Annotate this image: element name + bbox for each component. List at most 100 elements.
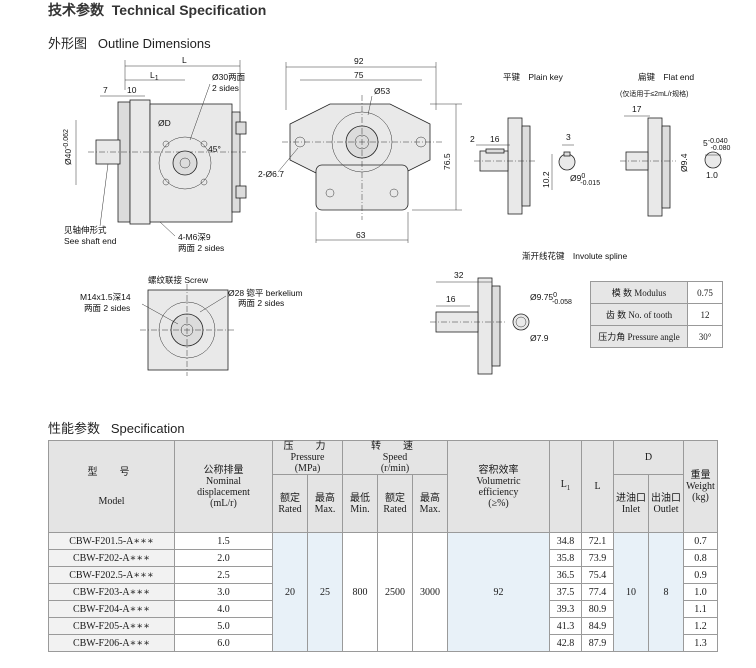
plain-key-drawing: 平键 Plain key 2 16 3 10.2 Ø90-0.015 — [470, 72, 600, 215]
displacement-cell: 3.0 — [174, 583, 273, 601]
l1-cell: 41.3 — [549, 617, 582, 635]
displacement-header: 公称排量 Nominal displacement (mL/r) — [174, 440, 273, 533]
dim-765: 76.5 — [442, 153, 452, 170]
displacement-header-en3: (mL/r) — [210, 497, 237, 509]
outlet-cell: 8 — [648, 532, 684, 652]
plain-key-d3: 3 — [566, 132, 571, 142]
l1-cell: 37.5 — [549, 583, 582, 601]
table-row: CBW-F205-A∗∗∗ 5.0 41.3 84.9 1.2 — [48, 617, 718, 635]
l1-cell: 39.3 — [549, 600, 582, 618]
speed-header-cn: 转 速 — [371, 441, 419, 452]
spline-d16: 16 — [446, 294, 456, 304]
pressure-header-cn: 压 力 — [283, 441, 332, 452]
dim-dD: ØD — [158, 118, 171, 128]
shaft-note-en: See shaft end — [64, 236, 117, 246]
table-row: 齿 数 No. of tooth 12 — [590, 303, 723, 326]
screw-d28: Ø28 锪平 berkelium — [228, 288, 303, 298]
outlet-cn: 出油口 — [651, 492, 681, 504]
screw-m14-sides: 两面 2 sides — [84, 303, 130, 313]
model-header-en: Model — [98, 495, 125, 507]
model-cell: CBW-F202.5-A∗∗∗ — [48, 566, 175, 584]
weight-cell: 1.2 — [683, 617, 718, 635]
dim-45: 45° — [208, 144, 221, 154]
max-speed-cell: 3000 — [412, 532, 448, 652]
tooth-count-label: 齿 数 No. of tooth — [590, 303, 688, 326]
dim-m6: 4-M6深9 — [178, 232, 211, 242]
weight-header-cn: 重量 — [690, 470, 711, 481]
weight-header: 重量 Weight (kg) — [683, 440, 718, 533]
tooth-count-value: 12 — [687, 303, 723, 326]
spline-d79: Ø7.9 — [530, 333, 549, 343]
spline-d975-main: Ø9.75 — [530, 292, 553, 302]
efficiency-cell: 92 — [447, 532, 550, 652]
pressure-header-unit: (MPa) — [294, 463, 321, 474]
inlet-cn: 进油口 — [616, 492, 646, 504]
l-cell: 75.4 — [581, 566, 614, 584]
weight-cell: 1.1 — [683, 600, 718, 618]
table-row: CBW-F202-A∗∗∗ 2.0 35.8 73.9 0.8 — [48, 549, 718, 567]
pressure-header-en: Pressure — [290, 452, 325, 463]
weight-header-en: Weight — [686, 481, 715, 492]
screw-m14: M14x1.5深14 — [80, 292, 131, 302]
displacement-header-en2: displacement — [197, 486, 250, 498]
rated-pressure-cell: 20 — [272, 532, 308, 652]
modulus-value: 0.75 — [687, 281, 723, 304]
dim-L: L — [182, 55, 187, 65]
inlet-cell: 10 — [613, 532, 649, 652]
max-pressure-cell: 25 — [307, 532, 343, 652]
efficiency-header-en2: efficiency — [478, 486, 519, 498]
weight-cell: 0.8 — [683, 549, 718, 567]
l-cell: 77.4 — [581, 583, 614, 601]
dim-75: 75 — [354, 70, 364, 80]
weight-header-unit: (kg) — [692, 492, 709, 503]
spec-heading-en: Specification — [110, 421, 185, 436]
model-header-cn: 型 号 — [87, 466, 136, 478]
plain-key-d9: Ø90-0.015 — [570, 173, 600, 187]
d-header: D — [613, 440, 684, 475]
page-title-en: Technical Specification — [111, 2, 267, 18]
spline-drawing: 渐开线花键 Involute spline 32 16 Ø9.750-0.058… — [430, 251, 628, 375]
speed-rated-cn: 额定 — [385, 492, 405, 504]
dim-92: 92 — [354, 56, 364, 66]
model-cell: CBW-F205-A∗∗∗ — [48, 617, 175, 635]
l-cell: 87.9 — [581, 634, 614, 652]
displacement-header-en1: Nominal — [206, 475, 241, 487]
dim-d53: Ø53 — [374, 86, 390, 96]
l1-cell: 34.8 — [549, 532, 582, 550]
efficiency-header-cn: 容积效率 — [478, 464, 519, 476]
model-cell: CBW-F204-A∗∗∗ — [48, 600, 175, 618]
table-row: CBW-F201.5-A∗∗∗ 1.5 20 25 800 2500 3000 … — [48, 532, 718, 652]
flat-end-d5-tol-b: -0.080 — [711, 145, 731, 152]
spline-title: 渐开线花键 Involute spline — [522, 251, 628, 261]
pressure-max-cn: 最高 — [315, 492, 335, 504]
l-header: L — [581, 440, 614, 533]
speed-header-unit: (r/min) — [380, 463, 410, 474]
dim-d40: Ø40-0.062 — [63, 129, 73, 165]
speed-header: 转 速 Speed (r/min) — [342, 440, 448, 475]
dim-7: 7 — [103, 85, 108, 95]
weight-cell: 0.7 — [683, 532, 718, 550]
dim-d67: 2-Ø6.7 — [258, 169, 284, 179]
model-cell: CBW-F202-A∗∗∗ — [48, 549, 175, 567]
l1-cell: 42.8 — [549, 634, 582, 652]
page-title: 技术参数 Technical Specification — [48, 0, 266, 20]
efficiency-header-en3: (≥%) — [488, 497, 509, 509]
spline-title-cn: 渐开线花键 — [522, 251, 565, 261]
pressure-angle-label: 压力角 Pressure angle — [590, 325, 688, 348]
modulus-label: 模 数 Modulus — [590, 281, 688, 304]
plain-key-d9-tol-b: -0.015 — [580, 180, 600, 187]
pressure-max-en: Max. — [314, 503, 336, 515]
screw-drawing: 螺纹联接 Screw M14x1.5深14 两面 2 sides Ø28 锪平 … — [80, 275, 303, 376]
front-view-drawing: 92 75 Ø53 2-Ø6.7 76.5 63 — [258, 56, 462, 243]
spline-d32: 32 — [454, 270, 464, 280]
l1-cell: 35.8 — [549, 549, 582, 567]
plain-key-d9-tol-a: 0 — [581, 173, 585, 180]
inlet-en: Inlet — [621, 503, 641, 515]
speed-max-cn: 最高 — [420, 492, 440, 504]
